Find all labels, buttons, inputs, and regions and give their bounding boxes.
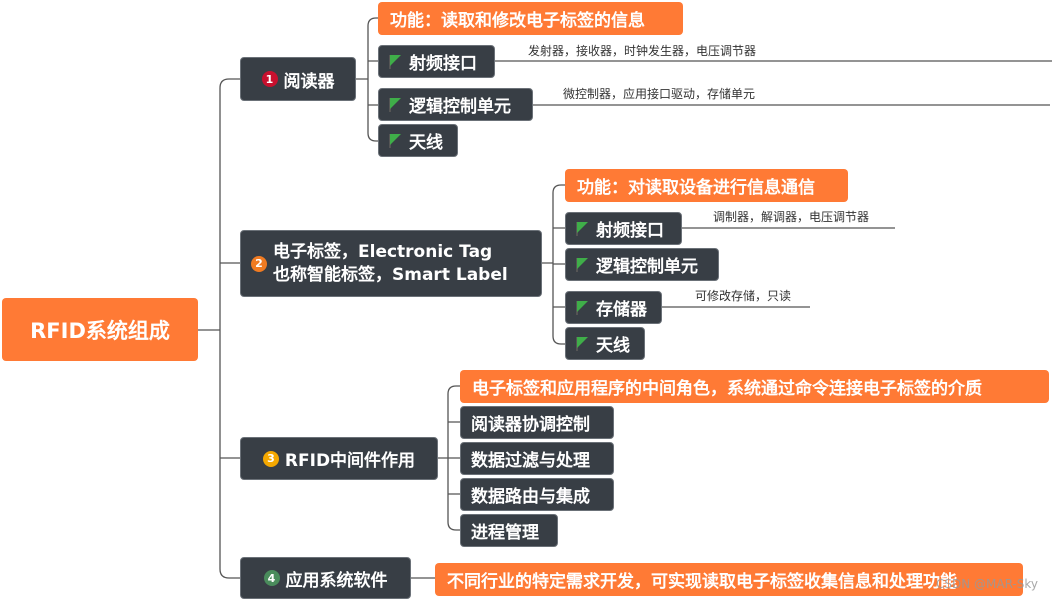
tag-function[interactable]: 功能：对读取设备进行信息通信 bbox=[565, 169, 848, 202]
flag-icon bbox=[389, 54, 401, 69]
flag-icon bbox=[389, 133, 401, 148]
node-label: 数据路由与集成 bbox=[471, 487, 590, 507]
application-function[interactable]: 不同行业的特定需求开发，可实现读取电子标签收集信息和处理功能 bbox=[435, 563, 1023, 596]
note: 微控制器，应用接口驱动，存储单元 bbox=[563, 87, 756, 101]
middleware-function[interactable]: 电子标签和应用程序的中间角色，系统通过命令连接电子标签的介质 bbox=[460, 370, 1049, 403]
reader-rf-interface[interactable]: 射频接口 bbox=[378, 45, 495, 78]
branch-label: 阅读器 bbox=[283, 71, 335, 92]
reader-antenna[interactable]: 天线 bbox=[378, 124, 458, 157]
node-label: 逻辑控制单元 bbox=[596, 257, 698, 277]
note: 调制器，解调器，电压调节器 bbox=[713, 210, 870, 224]
reader-logic-unit[interactable]: 逻辑控制单元 bbox=[378, 88, 533, 121]
reader-function[interactable]: 功能：读取和修改电子标签的信息 bbox=[378, 2, 683, 35]
flag-icon bbox=[576, 336, 588, 351]
priority-4-icon: 4 bbox=[263, 570, 280, 586]
branch-application-software[interactable]: 4 应用系统软件 bbox=[240, 557, 411, 599]
priority-3-icon: 3 bbox=[262, 450, 279, 467]
function-text: 电子标签和应用程序的中间角色，系统通过命令连接电子标签的介质 bbox=[472, 379, 982, 399]
tag-rf-interface[interactable]: 射频接口 bbox=[565, 212, 682, 245]
branch-middleware[interactable]: 3 RFID中间件作用 bbox=[240, 437, 438, 480]
flag-icon bbox=[576, 221, 588, 236]
label-line: 电子标签，Electronic Tag bbox=[273, 241, 493, 262]
branch-label: RFID中间件作用 bbox=[284, 451, 416, 471]
branch-label: 电子标签，Electronic Tag 也称智能标签，Smart Label bbox=[273, 241, 508, 287]
flag-icon bbox=[576, 300, 588, 315]
function-text: 不同行业的特定需求开发，可实现读取电子标签收集信息和处理功能 bbox=[447, 572, 957, 592]
root-node[interactable]: RFID系统组成 bbox=[2, 298, 198, 361]
tag-logic-unit[interactable]: 逻辑控制单元 bbox=[565, 248, 719, 281]
branch-label: 应用系统软件 bbox=[285, 570, 388, 591]
priority-1-icon: 1 bbox=[261, 71, 278, 87]
flag-icon bbox=[576, 257, 588, 272]
priority-2-icon: 2 bbox=[251, 255, 267, 272]
node-label: 天线 bbox=[596, 336, 630, 356]
note: 发射器，接收器，时钟发生器，电压调节器 bbox=[528, 44, 757, 58]
tag-memory[interactable]: 存储器 bbox=[565, 291, 662, 324]
flag-icon bbox=[389, 97, 401, 112]
node-label: 进程管理 bbox=[471, 523, 539, 543]
root-label: RFID系统组成 bbox=[30, 318, 170, 343]
watermark: CSDN @MAR-Sky bbox=[935, 577, 1038, 591]
function-text: 功能：读取和修改电子标签的信息 bbox=[390, 11, 645, 31]
note: 可修改存储，只读 bbox=[695, 289, 792, 303]
node-label: 阅读器协调控制 bbox=[471, 415, 590, 435]
middleware-item[interactable]: 数据路由与集成 bbox=[460, 478, 614, 511]
node-label: 存储器 bbox=[596, 300, 647, 320]
node-label: 逻辑控制单元 bbox=[409, 97, 511, 117]
node-label: 射频接口 bbox=[409, 54, 477, 74]
branch-reader[interactable]: 1 阅读器 bbox=[240, 57, 356, 101]
function-text: 功能：对读取设备进行信息通信 bbox=[577, 178, 815, 198]
middleware-item[interactable]: 进程管理 bbox=[460, 514, 558, 547]
tag-antenna[interactable]: 天线 bbox=[565, 327, 645, 360]
branch-electronic-tag[interactable]: 2 电子标签，Electronic Tag 也称智能标签，Smart Label bbox=[240, 230, 542, 297]
node-label: 天线 bbox=[409, 133, 443, 153]
node-label: 射频接口 bbox=[596, 221, 664, 241]
node-label: 数据过滤与处理 bbox=[471, 451, 590, 471]
middleware-item[interactable]: 阅读器协调控制 bbox=[460, 406, 614, 439]
middleware-item[interactable]: 数据过滤与处理 bbox=[460, 442, 614, 475]
label-line: 也称智能标签，Smart Label bbox=[273, 264, 508, 285]
